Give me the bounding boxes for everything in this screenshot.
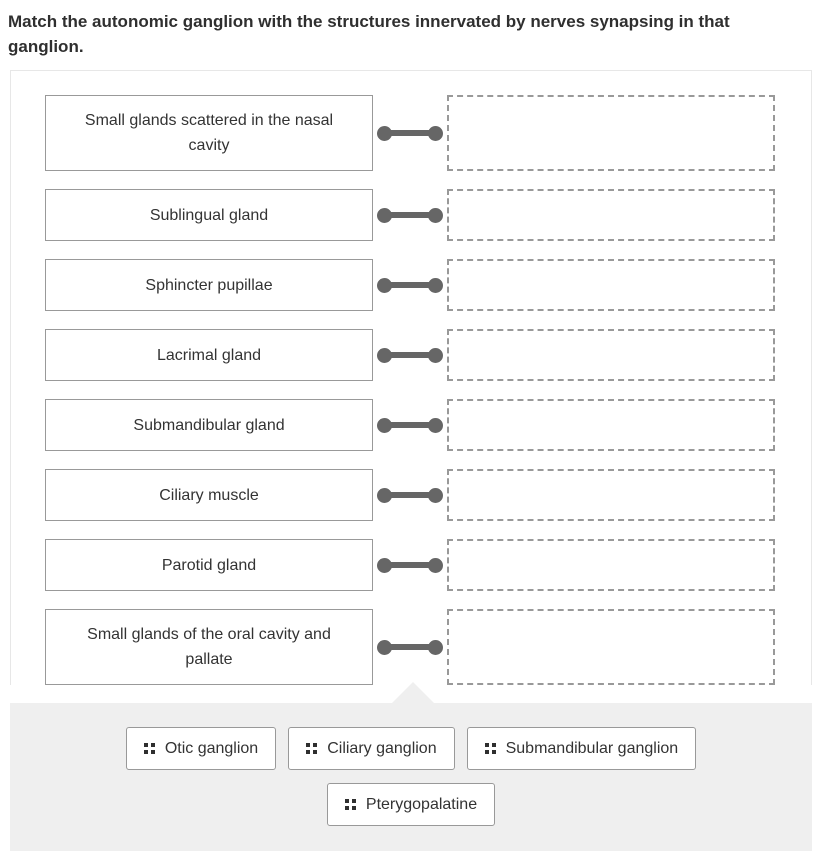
- answer-dropzone[interactable]: [447, 259, 775, 311]
- drag-handle-icon: [484, 743, 496, 754]
- connector-bar: [389, 562, 431, 568]
- choice-chip-label: Ciliary ganglion: [327, 739, 437, 757]
- connector-dot: [377, 207, 392, 223]
- connector-bar: [389, 492, 431, 498]
- connector-dot: [428, 347, 443, 363]
- answer-dropzone[interactable]: [447, 189, 775, 241]
- premise-box: Small glands scattered in the nasal cavi…: [45, 95, 373, 171]
- connector-dot: [428, 557, 443, 573]
- choice-chip-label: Otic ganglion: [164, 739, 259, 757]
- premise-box: Submandibular gland: [45, 399, 373, 451]
- connector-line: [373, 487, 447, 503]
- match-row: Small glands of the oral cavity and pall…: [45, 609, 775, 685]
- connector-dot: [377, 125, 392, 141]
- match-row: Ciliary muscle: [45, 469, 775, 521]
- premise-box: Parotid gland: [45, 539, 373, 591]
- connector-bar: [389, 212, 431, 218]
- connector-line: [373, 347, 447, 363]
- question-prompt: Match the autonomic ganglion with the st…: [8, 12, 730, 56]
- choice-chip-label: Pterygopalatine: [365, 795, 478, 813]
- match-row: Submandibular gland: [45, 399, 775, 451]
- connector-dot: [428, 277, 443, 293]
- matching-panel: Small glands scattered in the nasal cavi…: [10, 70, 812, 685]
- match-row: Sublingual gland: [45, 189, 775, 241]
- connector-dot: [377, 277, 392, 293]
- connector-line: [373, 557, 447, 573]
- connector-dot: [377, 487, 392, 503]
- premise-box: Sphincter pupillae: [45, 259, 373, 311]
- choice-chip-label: Submandibular ganglion: [505, 739, 679, 757]
- connector-bar: [389, 422, 431, 428]
- premise-box: Lacrimal gland: [45, 329, 373, 381]
- connector-dot: [377, 557, 392, 573]
- connector-line: [373, 125, 447, 141]
- choices-row-2: Pterygopalatine: [10, 783, 812, 826]
- choices-tray: Otic ganglion Ciliary ganglion Submandibul…: [10, 682, 812, 851]
- answer-dropzone[interactable]: [447, 469, 775, 521]
- connector-bar: [389, 644, 431, 650]
- premise-box: Ciliary muscle: [45, 469, 373, 521]
- connector-line: [373, 277, 447, 293]
- answer-dropzone[interactable]: [447, 329, 775, 381]
- connector-dot: [428, 487, 443, 503]
- choices-row-1: Otic ganglion Ciliary ganglion Submandibul…: [10, 727, 812, 770]
- connector-dot: [377, 639, 392, 655]
- match-row: Small glands scattered in the nasal cavi…: [45, 95, 775, 171]
- connector-line: [373, 417, 447, 433]
- choice-chip[interactable]: Ciliary ganglion: [288, 727, 455, 770]
- match-row: Lacrimal gland: [45, 329, 775, 381]
- answer-dropzone[interactable]: [447, 399, 775, 451]
- connector-dot: [428, 125, 443, 141]
- connector-dot: [428, 639, 443, 655]
- premise-box: Sublingual gland: [45, 189, 373, 241]
- premise-box: Small glands of the oral cavity and pall…: [45, 609, 373, 685]
- match-row: Sphincter pupillae: [45, 259, 775, 311]
- connector-bar: [389, 352, 431, 358]
- connector-bar: [389, 130, 431, 136]
- answer-dropzone[interactable]: [447, 609, 775, 685]
- connector-dot: [428, 207, 443, 223]
- match-row: Parotid gland: [45, 539, 775, 591]
- choice-chip[interactable]: Pterygopalatine: [326, 783, 496, 826]
- connector-line: [373, 207, 447, 223]
- connector-line: [373, 639, 447, 655]
- drag-handle-icon: [143, 743, 155, 754]
- connector-bar: [389, 282, 431, 288]
- connector-dot: [377, 347, 392, 363]
- drag-handle-icon: [306, 743, 318, 754]
- tray-notch: [392, 682, 434, 703]
- match-rows-container: Small glands scattered in the nasal cavi…: [45, 95, 775, 685]
- connector-dot: [428, 417, 443, 433]
- connector-dot: [377, 417, 392, 433]
- choice-chip[interactable]: Otic ganglion: [125, 727, 277, 770]
- answer-dropzone[interactable]: [447, 95, 775, 171]
- drag-handle-icon: [344, 799, 356, 810]
- choice-chip[interactable]: Submandibular ganglion: [466, 727, 697, 770]
- answer-dropzone[interactable]: [447, 539, 775, 591]
